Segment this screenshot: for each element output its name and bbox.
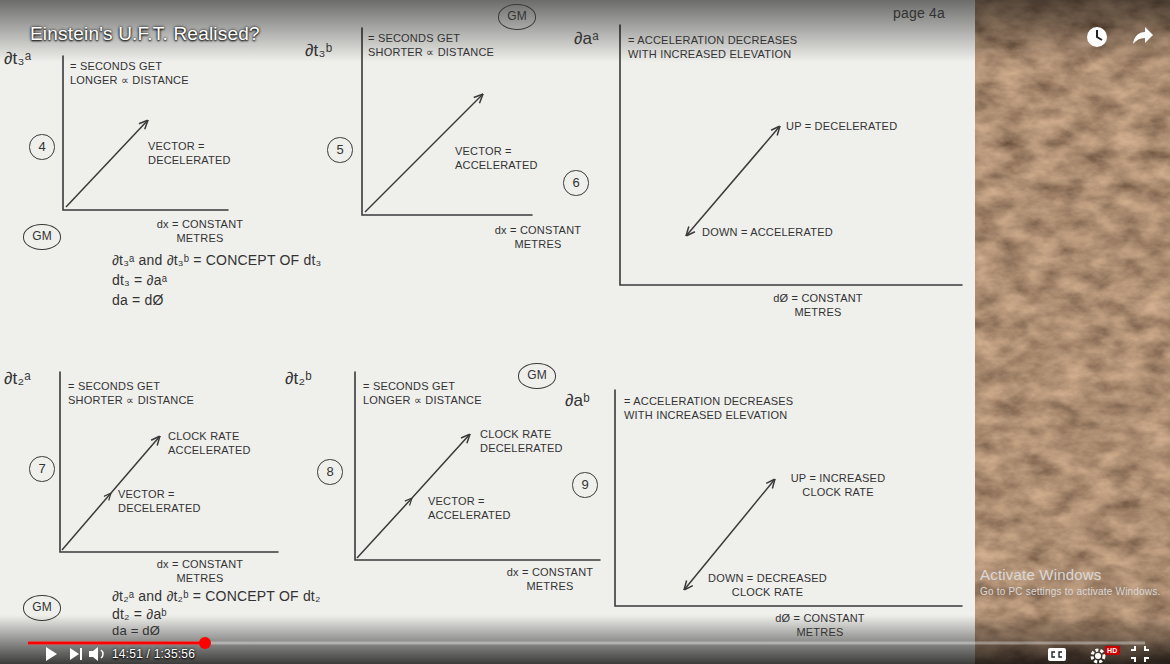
vector-note: DOWN = DECREASED CLOCK RATE <box>705 572 830 600</box>
equation: dt₃ = ∂aᵃ <box>112 272 167 290</box>
equation: dt₂ = ∂aᵇ <box>112 606 167 622</box>
node-text: GM <box>32 601 51 614</box>
node-text: 6 <box>572 176 579 190</box>
bottom-shade <box>0 615 1170 664</box>
axis-label: ∂aᵃ <box>574 28 599 49</box>
axis-note: = ACCELERATION DECREASES WITH INCREASED … <box>624 395 819 423</box>
equation: da = dØ <box>112 624 160 639</box>
axis-note: = ACCELERATION DECREASES WITH INCREASED … <box>628 34 823 62</box>
wood-backdrop <box>975 0 1170 664</box>
axis-note: = SECONDS GET SHORTER ∝ DISTANCE <box>68 380 206 408</box>
circled-note: GM <box>23 224 60 249</box>
node-text: 7 <box>38 462 45 476</box>
player-top-icons <box>1087 27 1153 47</box>
node-text: GM <box>527 369 546 382</box>
node-text: GM <box>32 230 51 243</box>
graph-axes <box>60 25 962 606</box>
vector-note: UP = DECELERATED <box>786 120 897 134</box>
equation: da = dØ <box>112 292 164 310</box>
vector-note: CLOCK RATE ACCELERATED <box>168 430 260 458</box>
circled-number: 8 <box>317 459 342 484</box>
axis-label: ∂aᵇ <box>565 390 590 411</box>
axis-label: ∂t₂ᵃ <box>4 368 31 389</box>
vector-note: VECTOR = ACCELERATED <box>428 495 523 523</box>
axis-note: = SECONDS GET SHORTER ∝ DISTANCE <box>368 32 506 60</box>
axis-note: = SECONDS GET LONGER ∝ DISTANCE <box>363 380 493 408</box>
circled-number: 6 <box>563 170 588 195</box>
vector-note: VECTOR = DECELERATED <box>118 488 213 516</box>
equation: ∂t₃ᵃ and ∂t₃ᵇ = CONCEPT OF dt₃ <box>112 252 321 270</box>
quality-badge: HD <box>1105 646 1120 655</box>
axis-note: dx = CONSTANT METRES <box>150 558 250 586</box>
axis-label: ∂t₃ᵃ <box>4 48 31 69</box>
equation: ∂t₂ᵃ and ∂t₂ᵇ = CONCEPT OF dt₂ <box>112 588 321 604</box>
circled-number: 7 <box>29 456 54 481</box>
graph-vectors <box>62 94 780 590</box>
axis-label: ∂t₂ᵇ <box>285 368 312 389</box>
node-text: 5 <box>336 143 343 157</box>
circled-number: 9 <box>572 472 597 497</box>
axis-note: dØ = CONSTANT METRES <box>768 292 868 320</box>
timestamp: 14:51 / 1:35:56 <box>112 647 195 662</box>
axis-note: dx = CONSTANT METRES <box>150 218 250 246</box>
video-title: Einstein's U.F.T. Realised? <box>30 22 260 46</box>
axis-note: dØ = CONSTANT METRES <box>770 612 870 640</box>
top-shade <box>0 0 1170 62</box>
paper <box>0 0 975 664</box>
wood-texture <box>975 0 1170 664</box>
axis-label: ∂t₃ᵇ <box>305 40 332 61</box>
node-text: 9 <box>581 478 588 492</box>
vector-note: DOWN = ACCELERATED <box>702 226 833 240</box>
axis-note: = SECONDS GET LONGER ∝ DISTANCE <box>70 60 200 88</box>
circled-number: 5 <box>327 137 352 162</box>
circled-note: GM <box>518 363 555 388</box>
circled-number: 4 <box>29 134 54 159</box>
axis-note: dx = CONSTANT METRES <box>488 224 588 252</box>
watermark: Activate Windows <box>980 566 1102 585</box>
node-text: GM <box>507 10 526 23</box>
player-controls <box>28 637 1149 662</box>
watermark: Go to PC settings to activate Windows. <box>980 586 1160 599</box>
axis-note: dx = CONSTANT METRES <box>500 566 600 594</box>
vector-note: VECTOR = ACCELERATED <box>455 145 550 173</box>
vector-note: VECTOR = DECELERATED <box>148 140 243 168</box>
page-number: page 4a <box>893 5 945 23</box>
circled-note: GM <box>498 4 535 29</box>
node-text: 4 <box>38 140 45 154</box>
circled-note: GM <box>23 595 60 620</box>
vector-note: CLOCK RATE DECELERATED <box>480 428 572 456</box>
node-text: 8 <box>326 465 333 479</box>
vector-note: UP = INCREASED CLOCK RATE <box>783 472 893 500</box>
